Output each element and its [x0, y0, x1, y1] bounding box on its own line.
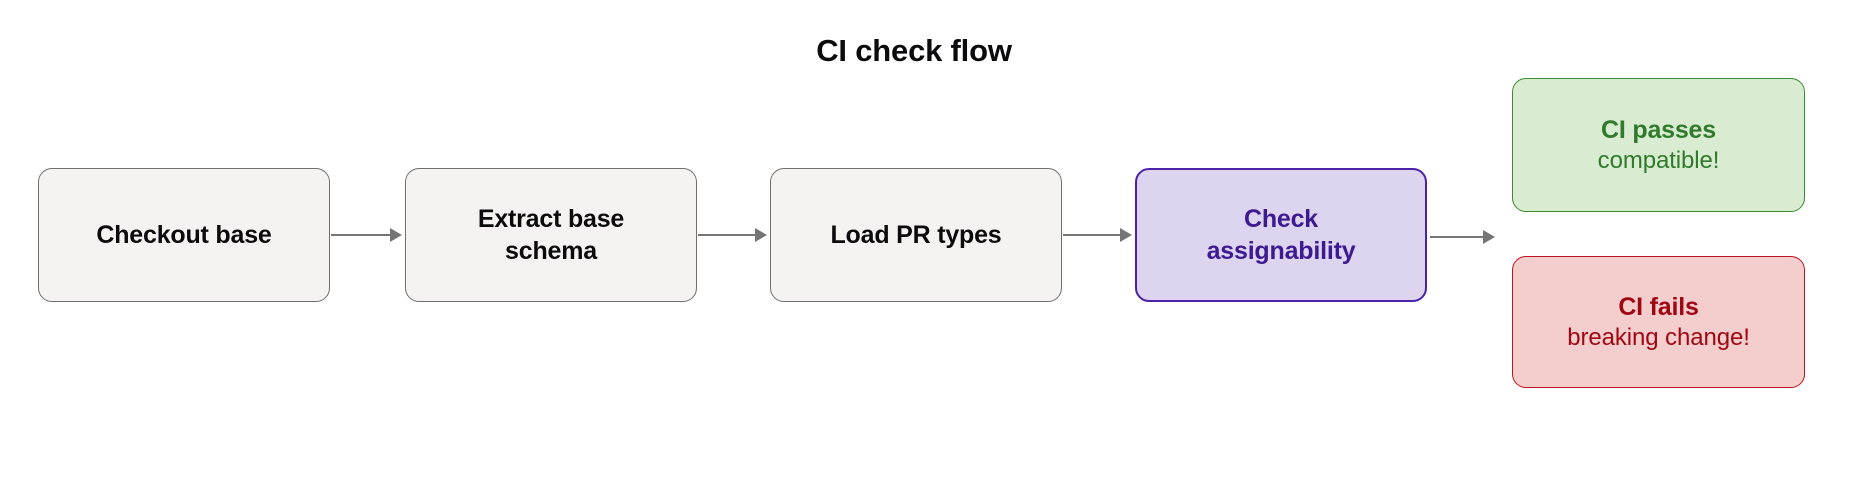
edge-check-to-outcome [1430, 236, 1486, 238]
node-extract-base-schema[interactable]: Extract base schema [405, 168, 697, 302]
page-title: CI check flow [816, 33, 1012, 68]
node-label: Checkout base [96, 221, 272, 249]
node-label: Check [1243, 205, 1319, 233]
edge-checkout-to-extract [331, 234, 393, 236]
status-detail-label: breaking change! [1567, 323, 1750, 351]
status-badge-label: CI fails [1618, 292, 1699, 321]
node-label-line2: assignability [1206, 237, 1356, 265]
edge-extract-to-load [698, 234, 758, 236]
node-load-pr-types[interactable]: Load PR types [770, 168, 1062, 302]
arrowhead-icon [755, 228, 767, 242]
node-label: Extract base [477, 205, 625, 233]
node-ci-fails[interactable]: CI fails breaking change! [1512, 256, 1805, 388]
arrowhead-icon [1120, 228, 1132, 242]
node-label-line2: schema [505, 237, 597, 265]
status-badge-label: CI passes [1601, 115, 1716, 144]
node-label: Load PR types [830, 221, 1002, 249]
arrowhead-icon [390, 228, 402, 242]
edge-load-to-check [1063, 234, 1123, 236]
node-ci-passes[interactable]: CI passes compatible! [1512, 78, 1805, 212]
status-detail-label: compatible! [1597, 146, 1720, 174]
node-check-assignability[interactable]: Check assignability [1135, 168, 1427, 302]
arrowhead-icon [1483, 230, 1495, 244]
node-checkout-base[interactable]: Checkout base [38, 168, 330, 302]
